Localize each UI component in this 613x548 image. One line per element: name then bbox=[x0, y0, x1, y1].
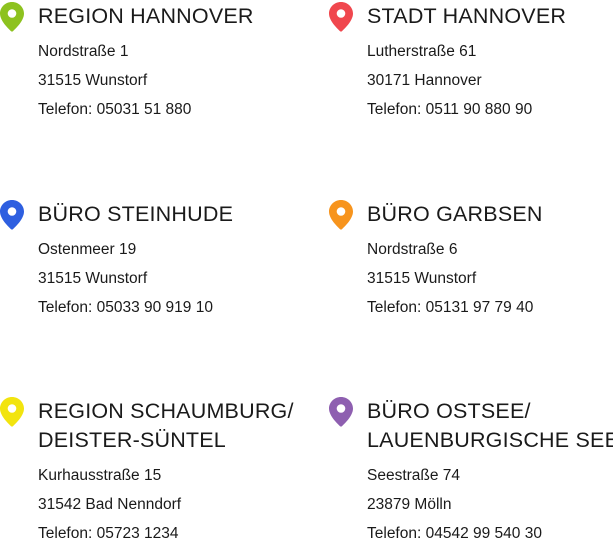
office-name-line: REGION HANNOVER bbox=[38, 4, 254, 28]
office-name: BÜRO OSTSEE/ LAUENBURGISCHE SEEN bbox=[367, 397, 613, 455]
office-address: Seestraße 74 23879 Mölln Telefon: 04542 … bbox=[367, 461, 613, 548]
office-name: BÜRO GARBSEN bbox=[367, 200, 613, 229]
office-name-line: STADT HANNOVER bbox=[367, 4, 567, 28]
office-buero-steinhude: BÜRO STEINHUDE Ostenmeer 19 31515 Wunsto… bbox=[0, 200, 290, 322]
office-name: BÜRO STEINHUDE bbox=[38, 200, 290, 229]
office-region-schaumburg: REGION SCHAUMBURG/ DEISTER-SÜNTEL Kurhau… bbox=[0, 397, 294, 548]
office-city: 31515 Wunstorf bbox=[367, 270, 477, 287]
office-name-line: BÜRO OSTSEE/ bbox=[367, 399, 531, 423]
location-pin-icon bbox=[329, 397, 353, 427]
location-pin-icon bbox=[329, 2, 353, 32]
office-city: 30171 Hannover bbox=[367, 72, 482, 89]
office-address: Nordstraße 1 31515 Wunstorf Telefon: 050… bbox=[38, 37, 290, 124]
office-street: Seestraße 74 bbox=[367, 467, 461, 484]
office-name-line: DEISTER-SÜNTEL bbox=[38, 428, 226, 452]
office-phone[interactable]: Telefon: 04542 99 540 30 bbox=[367, 525, 542, 542]
office-city: 23879 Mölln bbox=[367, 496, 452, 513]
office-region-hannover: REGION HANNOVER Nordstraße 1 31515 Wunst… bbox=[0, 2, 290, 124]
office-street: Ostenmeer 19 bbox=[38, 241, 137, 258]
office-city: 31515 Wunstorf bbox=[38, 270, 148, 287]
office-phone[interactable]: Telefon: 0511 90 880 90 bbox=[367, 101, 533, 118]
office-address: Kurhausstraße 15 31542 Bad Nenndorf Tele… bbox=[38, 461, 290, 548]
office-street: Nordstraße 1 bbox=[38, 43, 129, 60]
office-name-line: REGION SCHAUMBURG/ bbox=[38, 399, 294, 423]
office-address: Nordstraße 6 31515 Wunstorf Telefon: 051… bbox=[367, 235, 613, 322]
office-street: Nordstraße 6 bbox=[367, 241, 458, 258]
office-name-line: BÜRO GARBSEN bbox=[367, 202, 543, 226]
office-name-line: LAUENBURGISCHE SEEN bbox=[367, 428, 613, 452]
office-name-line: BÜRO STEINHUDE bbox=[38, 202, 234, 226]
office-buero-ostsee: BÜRO OSTSEE/ LAUENBURGISCHE SEEN Seestra… bbox=[329, 397, 613, 548]
office-name: REGION SCHAUMBURG/ DEISTER-SÜNTEL bbox=[38, 397, 294, 455]
office-name: REGION HANNOVER bbox=[38, 2, 290, 31]
office-stadt-hannover: STADT HANNOVER Lutherstraße 61 30171 Han… bbox=[329, 2, 613, 124]
office-phone[interactable]: Telefon: 05723 1234 bbox=[38, 525, 179, 542]
office-city: 31542 Bad Nenndorf bbox=[38, 496, 182, 513]
office-phone[interactable]: Telefon: 05033 90 919 10 bbox=[38, 299, 213, 316]
location-pin-icon bbox=[0, 397, 24, 427]
office-street: Lutherstraße 61 bbox=[367, 43, 477, 60]
office-address: Ostenmeer 19 31515 Wunstorf Telefon: 050… bbox=[38, 235, 290, 322]
location-pin-icon bbox=[329, 200, 353, 230]
office-phone[interactable]: Telefon: 05031 51 880 bbox=[38, 101, 192, 118]
office-address: Lutherstraße 61 30171 Hannover Telefon: … bbox=[367, 37, 613, 124]
office-buero-garbsen: BÜRO GARBSEN Nordstraße 6 31515 Wunstorf… bbox=[329, 200, 613, 322]
office-name: STADT HANNOVER bbox=[367, 2, 613, 31]
location-pin-icon bbox=[0, 2, 24, 32]
office-street: Kurhausstraße 15 bbox=[38, 467, 162, 484]
office-phone[interactable]: Telefon: 05131 97 79 40 bbox=[367, 299, 534, 316]
location-pin-icon bbox=[0, 200, 24, 230]
office-city: 31515 Wunstorf bbox=[38, 72, 148, 89]
